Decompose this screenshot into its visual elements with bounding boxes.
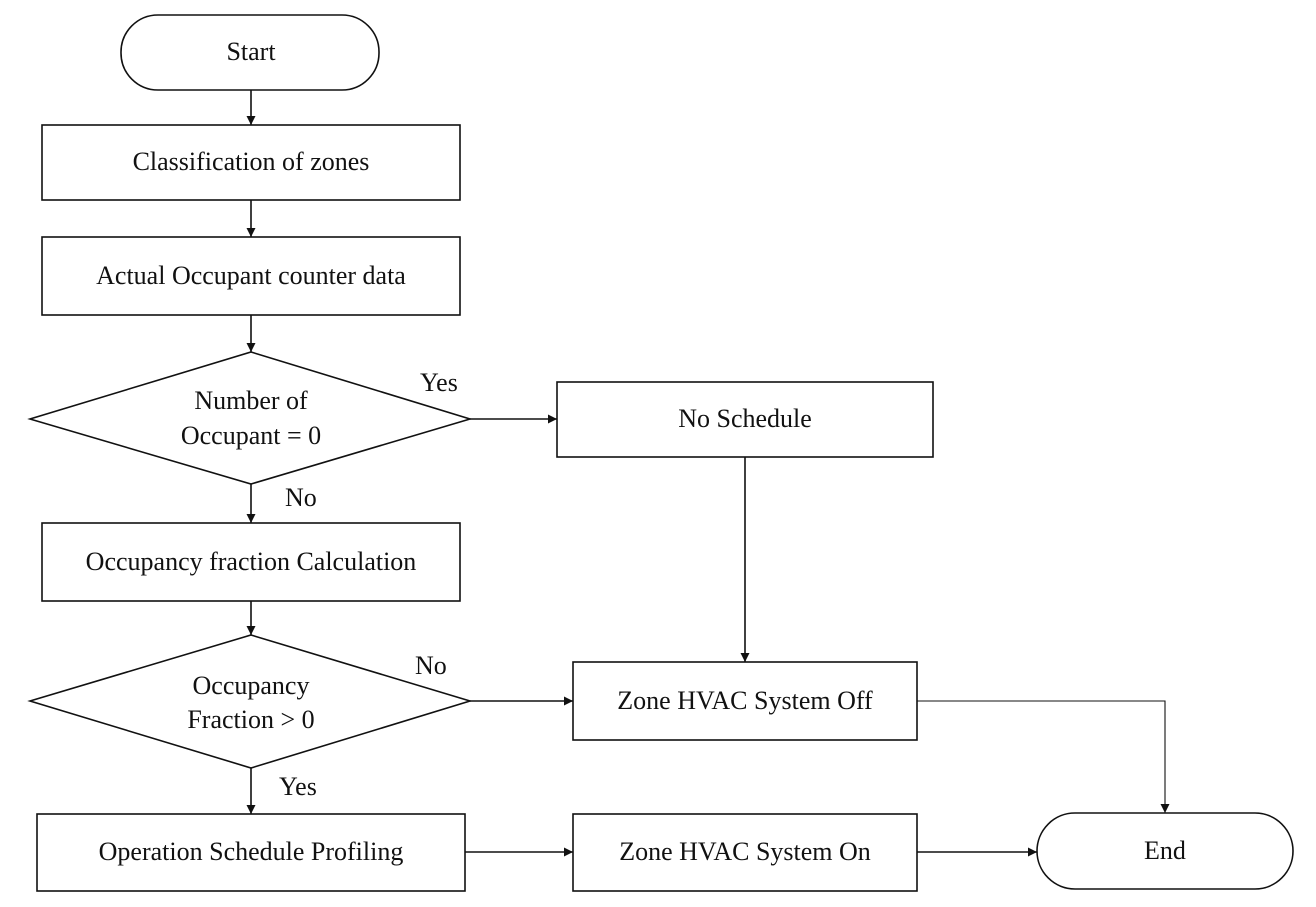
process-fraction-calc-shape xyxy=(41,522,461,602)
process-counter-data-shape xyxy=(41,236,461,316)
hvac-on-label: Zone HVAC System On xyxy=(619,837,871,866)
node-end: End xyxy=(1036,812,1294,890)
decision-fraction-shape xyxy=(27,634,473,769)
node-decision-fraction: Occupancy Fraction > 0 xyxy=(27,634,473,769)
schedule-profiling-label: Operation Schedule Profiling xyxy=(99,837,404,866)
process-schedule-profiling-shape xyxy=(36,813,466,892)
process-hvac-on-shape xyxy=(572,813,918,892)
decision-occupant-label-line2: Occupant = 0 xyxy=(181,421,321,450)
node-counter-data: Actual Occupant counter data xyxy=(41,236,461,316)
edge-label-fraction-no: No xyxy=(415,651,447,680)
decision-occupant-label-line1: Number of xyxy=(194,386,308,415)
decision-fraction-label-line2: Fraction > 0 xyxy=(187,705,314,734)
connectors xyxy=(246,90,1170,857)
node-hvac-off: Zone HVAC System Off xyxy=(572,661,918,741)
start-label: Start xyxy=(226,37,276,66)
edge-label-fraction-yes: Yes xyxy=(279,772,317,801)
no-schedule-label: No Schedule xyxy=(678,404,812,433)
node-hvac-on: Zone HVAC System On xyxy=(572,813,918,892)
node-start: Start xyxy=(120,14,380,91)
end-label: End xyxy=(1144,836,1186,865)
decision-fraction-label-line1: Occupancy xyxy=(193,671,310,700)
node-fraction-calc: Occupancy fraction Calculation xyxy=(41,522,461,602)
hvac-off-label: Zone HVAC System Off xyxy=(617,686,873,715)
terminator-end-shape xyxy=(1036,812,1294,890)
edge-label-occupant-no: No xyxy=(285,483,317,512)
process-classification-shape xyxy=(41,124,461,201)
decision-occupant-shape xyxy=(27,351,473,485)
counter-data-label: Actual Occupant counter data xyxy=(96,261,406,290)
node-classification: Classification of zones xyxy=(41,124,461,201)
fraction-calc-label: Occupancy fraction Calculation xyxy=(86,547,417,576)
terminator-start-shape xyxy=(120,14,380,91)
classification-label: Classification of zones xyxy=(133,147,370,176)
edge-hvacoff-to-end xyxy=(917,700,1170,813)
node-no-schedule: No Schedule xyxy=(556,381,934,458)
node-schedule-profiling: Operation Schedule Profiling xyxy=(36,813,466,892)
edge-label-occupant-yes: Yes xyxy=(420,368,458,397)
process-hvac-off-shape xyxy=(572,661,918,741)
node-decision-occupant: Number of Occupant = 0 xyxy=(27,351,473,485)
process-no-schedule-shape xyxy=(556,381,934,458)
